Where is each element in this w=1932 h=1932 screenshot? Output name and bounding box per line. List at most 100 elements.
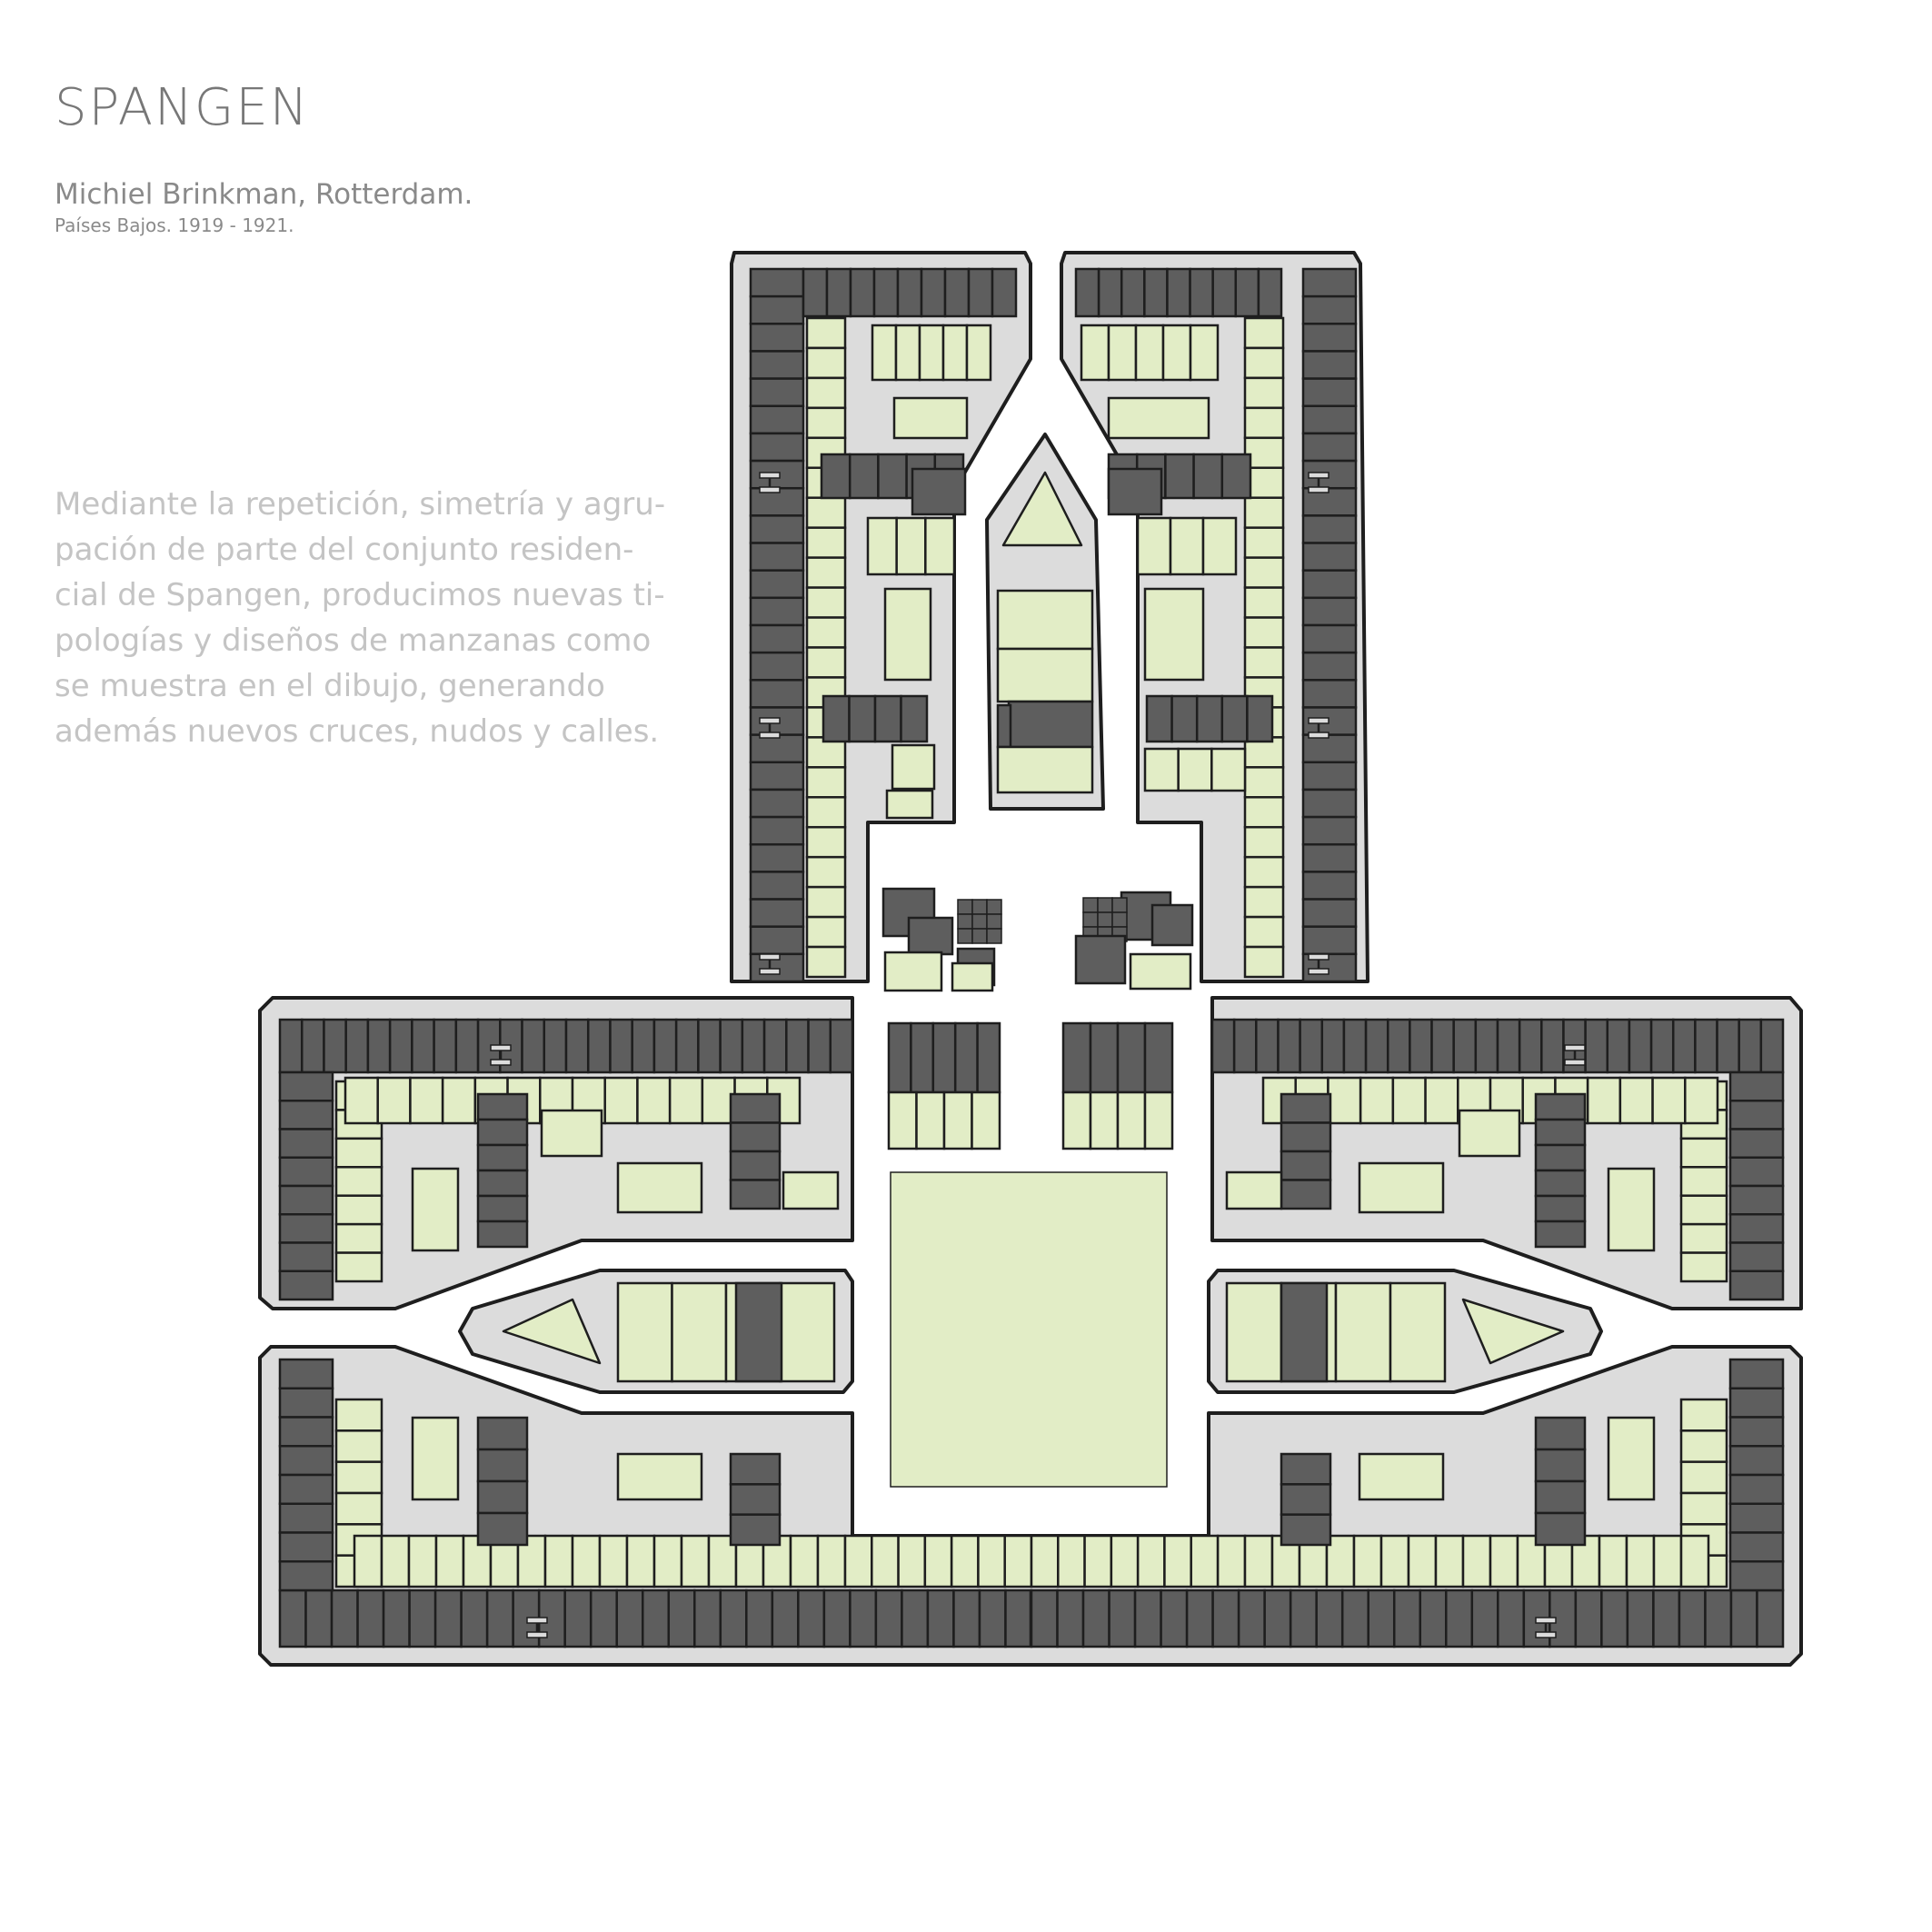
garden-plot — [918, 324, 945, 382]
building-unit — [382, 1588, 411, 1648]
building-unit — [1364, 1018, 1389, 1074]
building-unit — [1301, 294, 1358, 325]
building-unit — [1409, 1018, 1433, 1074]
building-unit — [749, 788, 805, 819]
building-unit — [1263, 1588, 1292, 1648]
building-unit — [1164, 453, 1195, 500]
garden-plot — [1458, 1109, 1521, 1158]
description: Mediante la repetición, simetría y agru-… — [55, 482, 691, 754]
building-unit — [877, 453, 908, 500]
building-unit — [1759, 1018, 1785, 1074]
description-line: Mediante la repetición, simetría y agru- — [55, 486, 666, 523]
building-unit — [1108, 1588, 1137, 1648]
building-unit — [749, 898, 805, 928]
building-unit — [278, 1560, 334, 1592]
garden-plot — [334, 1460, 383, 1495]
garden-plot — [1107, 396, 1210, 440]
passage-marker — [759, 472, 781, 493]
building-unit — [971, 899, 988, 915]
building-unit — [615, 1588, 644, 1648]
garden-plot — [543, 1534, 574, 1588]
passage-marker — [1308, 953, 1329, 975]
garden-plot — [894, 324, 921, 382]
passage-marker — [490, 1044, 512, 1066]
garden-plot — [1586, 1076, 1622, 1125]
building-unit — [1320, 1018, 1346, 1074]
details-layer — [490, 472, 1586, 1638]
building-unit — [433, 1588, 463, 1648]
passage-bar — [526, 1631, 548, 1638]
block-spindle-right — [1207, 1269, 1603, 1394]
building-unit — [1301, 925, 1358, 956]
passage-bar — [759, 953, 781, 961]
garden-plot — [1110, 1534, 1140, 1588]
garden-plot — [334, 1137, 383, 1169]
garden-plot — [1169, 516, 1205, 576]
building-unit — [543, 1018, 568, 1074]
garden-plot — [652, 1534, 683, 1588]
building-unit — [749, 761, 805, 792]
garden-plot — [1679, 1534, 1710, 1588]
garden-plot — [1089, 1090, 1120, 1150]
building-unit — [1082, 897, 1099, 913]
building-unit — [278, 1128, 334, 1159]
garden-plot — [334, 1429, 383, 1463]
building-unit — [1143, 267, 1169, 318]
garden-plot — [1107, 324, 1138, 382]
garden-plot — [334, 1166, 383, 1197]
garden-plot — [805, 586, 847, 619]
building-unit — [1728, 1128, 1785, 1159]
garden-plot — [805, 616, 847, 649]
building-unit — [1728, 1502, 1785, 1534]
building-unit — [1120, 267, 1146, 318]
building-unit — [1301, 432, 1358, 463]
building-unit — [719, 1018, 744, 1074]
building-unit — [822, 694, 851, 743]
building-unit — [907, 916, 954, 956]
garden-plot — [1129, 952, 1192, 991]
garden-plot — [1358, 1452, 1445, 1501]
garden-plot — [1243, 616, 1285, 649]
garden-plot — [1143, 747, 1180, 792]
garden-plot — [805, 406, 847, 440]
building-unit — [1234, 267, 1260, 318]
building-unit — [1301, 815, 1358, 846]
garden-plot — [805, 646, 847, 679]
building-unit — [910, 1021, 935, 1094]
building-unit — [849, 1588, 878, 1648]
building-unit — [1728, 1156, 1785, 1188]
garden-plot — [571, 1534, 602, 1588]
building-unit — [900, 694, 929, 743]
garden-plot — [1243, 646, 1285, 679]
garden-plot — [1083, 1534, 1113, 1588]
building-unit — [1728, 1560, 1785, 1592]
building-unit — [1030, 1588, 1059, 1648]
garden-plot — [883, 951, 943, 992]
passage-bar — [1308, 732, 1329, 739]
garden-plot — [1679, 1429, 1728, 1463]
building-unit — [278, 1270, 334, 1301]
building-unit — [330, 1588, 359, 1648]
garden-plot — [915, 1090, 946, 1150]
building-unit — [1301, 761, 1358, 792]
garden-plot — [1461, 1534, 1492, 1588]
passage-bar — [759, 732, 781, 739]
block-bottom — [258, 1345, 1803, 1667]
building-unit — [454, 1018, 480, 1074]
building-unit — [729, 1483, 782, 1516]
building-unit — [978, 1588, 1007, 1648]
building-unit — [1704, 1588, 1733, 1648]
garden-plot — [923, 1534, 953, 1588]
building-unit — [957, 913, 973, 930]
building-unit — [1728, 1184, 1785, 1216]
building-unit — [1728, 1071, 1785, 1102]
garden-plot — [805, 945, 847, 979]
building-unit — [996, 703, 1012, 749]
passage-marker — [759, 717, 781, 739]
garden-plot — [616, 1452, 703, 1501]
building-unit — [641, 1588, 671, 1648]
garden-plot — [1243, 796, 1285, 829]
building-unit — [1107, 467, 1163, 516]
garden-plot — [1177, 747, 1213, 792]
